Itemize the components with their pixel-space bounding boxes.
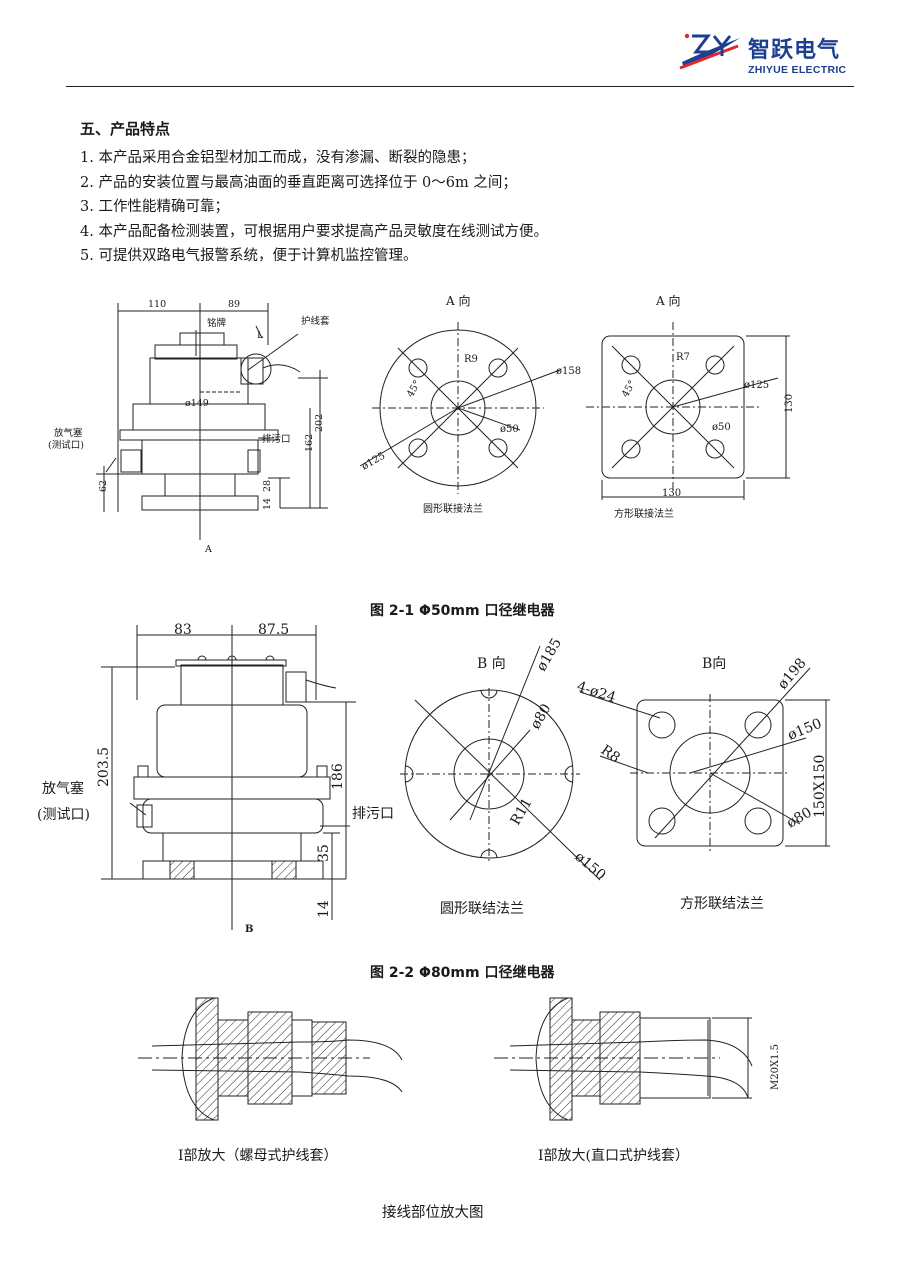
fig2-round-flange [400, 645, 601, 881]
fig1-round-flange [359, 322, 561, 494]
feature-item: 4. 本产品配备检测装置，可根据用户要求提高产品灵敏度在线测试方便。 [80, 223, 548, 240]
fig1-cable-sleeve: 护线套 [301, 315, 330, 327]
company-logo: 智跃电气 ZHIYUE ELECTRIC [678, 26, 868, 82]
fig2-square-d-inner: ø80 [784, 804, 815, 831]
fig1-side-labels: 110 89 铭牌 护线套 L ø149 放气塞 (测试口) 排污口 202 1… [48, 299, 330, 555]
fig1-square-angle: 45° [620, 379, 638, 400]
fig1-square-flange [586, 322, 790, 500]
fig2-air-plug: 放气塞 [42, 780, 84, 797]
fig2-round-d-bolt: ø150 [571, 849, 608, 884]
fig1-square-labels: A 向 R7 ø125 45° ø50 130 130 方形联接法兰 [614, 293, 795, 520]
fig2-h-total: 203.5 [96, 747, 112, 787]
feature-list: 1. 本产品采用合金铝型材加工而成，没有渗漏、断裂的隐患； 2. 产品的安装位置… [80, 146, 548, 269]
fig2-round-label: 圆形联结法兰 [440, 901, 524, 917]
fig1-square-d-inner: ø50 [712, 422, 731, 433]
fig2-round-view: B 向 [477, 656, 506, 672]
fig1-round-view: A 向 [445, 293, 470, 308]
fig2-drain: 排污口 [352, 806, 394, 822]
fig1-diameter: ø149 [185, 398, 209, 409]
fig1-round-label: 圆形联接法兰 [423, 502, 483, 515]
fig1-round-angle: 45° [405, 379, 423, 400]
fig1-square-side-w: 130 [662, 488, 681, 499]
fig1-drain: 排污口 [262, 433, 291, 445]
fig1-view-mark: A [204, 544, 212, 555]
fig2-dim-left: 83 [174, 622, 192, 638]
fig1-square-d-bolt: ø125 [744, 380, 769, 391]
section-title: 五、产品特点 [80, 120, 171, 138]
feature-item: 3. 工作性能精确可靠； [80, 199, 229, 215]
fig2-side-labels: 83 87.5 放气塞 (测试口) 排污口 203.5 186 35 14 B [37, 622, 394, 935]
fig2-h-mid: 186 [330, 763, 346, 790]
fig1-round-d-outer: ø158 [556, 366, 581, 377]
fig2-square-flange [579, 667, 830, 852]
fig1-h-mid: 162 [304, 434, 315, 452]
fig1-round-d-inner: ø50 [500, 424, 519, 435]
fig2-square-holes: 4-ø24 [575, 679, 618, 707]
fig1-h-base: 28 [262, 480, 273, 492]
fig1-square-side-h: 130 [784, 394, 795, 413]
fig2-square-size: 150X150 [812, 755, 828, 818]
fig1-h-total: 202 [314, 414, 325, 432]
fig2-test-port: (测试口) [37, 807, 90, 823]
brand-name-en: ZHIYUE ELECTRIC [748, 64, 847, 76]
feature-item: 2. 产品的安装位置与最高油面的垂直距离可选择位于 0～6m 之间； [80, 174, 517, 191]
fig1-dim-right: 89 [228, 299, 240, 310]
detail-thread: M20X1.5 [770, 1044, 781, 1090]
fig2-square-d-bolt: ø150 [786, 716, 825, 744]
fig1-side-view [96, 303, 328, 540]
fig1-h-left: 62 [98, 480, 109, 492]
detail-right [494, 997, 753, 1121]
detail-labels: I部放大（螺母式护线套） I部放大(直口式护线套） M20X1.5 [178, 1044, 781, 1164]
detail-left [138, 997, 403, 1121]
fig1-round-r: R9 [464, 354, 478, 365]
fig1-nameplate: 铭牌 [207, 317, 227, 329]
fig2-dim-right: 87.5 [258, 622, 289, 638]
fig2-h-base: 35 [316, 844, 332, 862]
feature-item: 5. 可提供双路电气报警系统，便于计算机监控管理。 [80, 248, 418, 264]
fig2-view-mark: B [245, 924, 253, 935]
feature-item: 1. 本产品采用合金铝型材加工而成，没有渗漏、断裂的隐患； [80, 150, 476, 166]
fig1-h-foot: 14 [262, 498, 273, 510]
detail-left-label: I部放大（螺母式护线套） [178, 1148, 338, 1164]
fig1-square-r: R7 [676, 352, 690, 363]
fig1-square-label: 方形联接法兰 [614, 507, 674, 520]
header-divider [66, 86, 854, 87]
fig2-square-labels: B向 4-ø24 ø198 ø150 R8 150X150 ø80 方形联结法兰 [575, 655, 828, 912]
detail-right-label: I部放大(直口式护线套） [538, 1147, 689, 1164]
figure1-caption: 图 2-1 Φ50mm 口径继电器 [370, 603, 555, 619]
fig2-square-view: B向 [702, 656, 726, 672]
fig2-round-d-outer: ø185 [534, 636, 565, 674]
page-caption: 接线部位放大图 [382, 1205, 484, 1221]
fig2-side-view [101, 625, 356, 930]
fig2-square-label: 方形联结法兰 [680, 896, 764, 912]
fig1-test-port: (测试口) [48, 439, 84, 451]
zy-logo-icon [679, 33, 740, 70]
fig1-dim-left: 110 [148, 299, 166, 310]
fig1-round-labels: A 向 R9 ø158 45° ø50 ø125 圆形联接法兰 [360, 293, 581, 515]
fig1-dim-l: L [257, 330, 264, 341]
fig1-square-view: A 向 [655, 293, 680, 308]
fig2-h-foot: 14 [316, 900, 332, 918]
fig1-round-d-bolt: ø125 [360, 451, 387, 473]
figure2-caption: 图 2-2 Φ80mm 口径继电器 [370, 965, 555, 981]
brand-name-cn: 智跃电气 [748, 38, 841, 63]
fig1-air-plug: 放气塞 [54, 427, 83, 439]
